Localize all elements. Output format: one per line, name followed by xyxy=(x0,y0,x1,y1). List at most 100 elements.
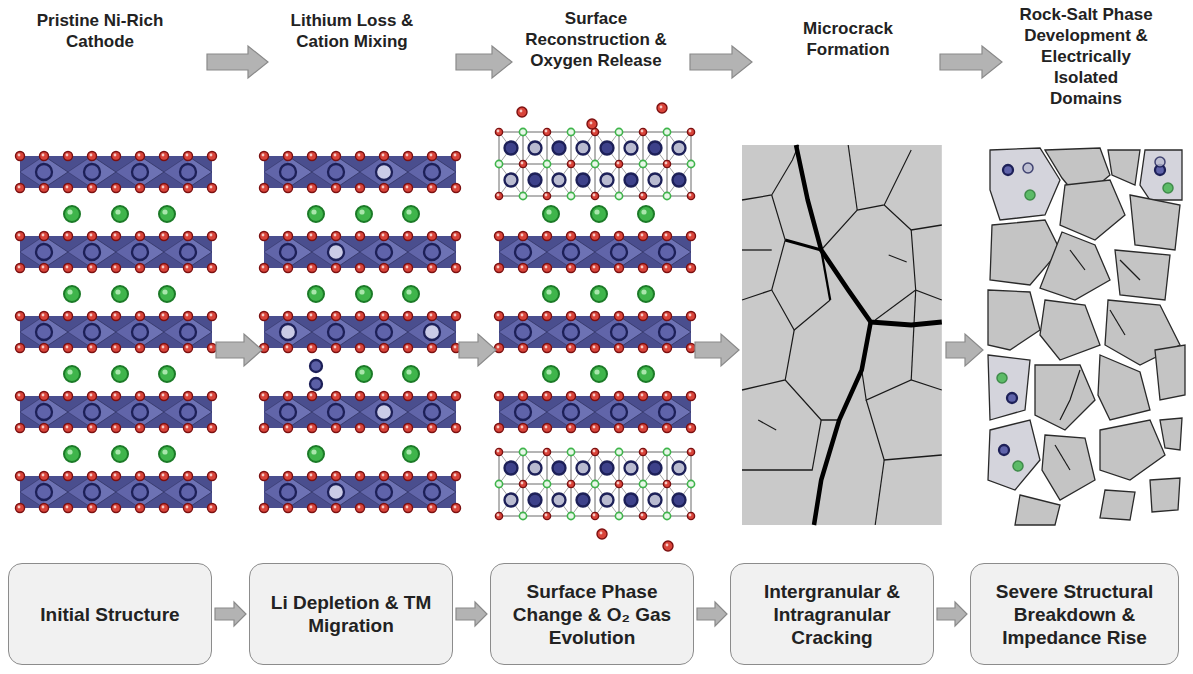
atom-highlight xyxy=(617,234,620,237)
atom-highlight xyxy=(186,234,189,237)
lattice-line xyxy=(595,132,619,164)
atom-highlight xyxy=(358,314,361,317)
oxygen-atom xyxy=(308,504,317,513)
oxygen-atom xyxy=(112,312,121,321)
atom-highlight xyxy=(617,162,620,165)
atom-highlight xyxy=(430,186,433,189)
transition-metal-atom xyxy=(376,484,392,500)
oxygen-atom xyxy=(519,392,528,401)
atom-highlight xyxy=(454,234,457,237)
atom-highlight xyxy=(406,449,411,454)
oxygen-atom xyxy=(40,312,49,321)
atom-highlight xyxy=(382,506,385,509)
oxygen-atom xyxy=(543,128,550,135)
transition-metal-atom xyxy=(180,164,196,180)
atom-highlight xyxy=(545,426,548,429)
atom-highlight xyxy=(90,234,93,237)
lattice-line xyxy=(571,484,595,516)
oxygen-atom xyxy=(687,392,696,401)
oxygen-atom xyxy=(284,392,293,401)
oxygen-atom xyxy=(208,184,217,193)
lattice-line xyxy=(571,164,595,196)
lithium-atom xyxy=(112,366,128,382)
oxygen-atom xyxy=(184,392,193,401)
transition-metal-atom xyxy=(553,462,566,475)
oxygen-atom xyxy=(543,392,552,401)
lithium-site xyxy=(567,128,574,135)
atom-highlight xyxy=(310,346,313,349)
oxygen-atom xyxy=(452,184,461,193)
oxygen-atom xyxy=(687,344,696,353)
lattice-line xyxy=(643,452,667,484)
oxygen-atom xyxy=(184,344,193,353)
oxygen-atom xyxy=(208,504,217,513)
stage-text: Severe Structural Breakdown & Impedance … xyxy=(981,580,1168,649)
lithium-atom xyxy=(112,446,128,462)
transition-metal-atom xyxy=(424,324,440,340)
oxygen-atom xyxy=(88,472,97,481)
atom-highlight xyxy=(210,234,213,237)
atom-highlight xyxy=(162,186,165,189)
transition-metal-atom xyxy=(84,484,100,500)
lattice-line xyxy=(643,484,667,516)
atom-highlight xyxy=(520,110,523,113)
oxygen-atom xyxy=(687,448,694,455)
atom-highlight xyxy=(665,482,668,485)
oxygen-atom xyxy=(639,392,648,401)
atom-highlight xyxy=(545,194,548,197)
oxygen-atom xyxy=(308,232,317,241)
oxygen-atom xyxy=(519,160,526,167)
oxygen-atom xyxy=(687,128,694,135)
transition-metal-atom xyxy=(563,244,579,260)
oxygen-atom xyxy=(615,264,624,273)
lithium-site xyxy=(663,192,670,199)
oxygen-atom xyxy=(517,107,527,117)
oxygen-atom xyxy=(495,128,502,135)
atom-highlight xyxy=(115,209,120,214)
atom-highlight xyxy=(666,544,669,547)
flow-connector xyxy=(215,602,246,626)
atom-highlight xyxy=(569,162,572,165)
oxygen-atom xyxy=(615,480,622,487)
atom-highlight xyxy=(546,209,551,214)
oxygen-atom xyxy=(404,392,413,401)
atom-highlight xyxy=(90,154,93,157)
transition-metal-atom xyxy=(515,244,531,260)
oxygen-atom xyxy=(639,264,648,273)
oxygen-atom xyxy=(639,448,646,455)
atom-highlight xyxy=(665,426,668,429)
lattice-line xyxy=(523,164,547,196)
atom-highlight xyxy=(521,482,524,485)
oxygen-atom xyxy=(404,424,413,433)
atom-highlight xyxy=(286,234,289,237)
atom-highlight xyxy=(641,426,644,429)
atom-highlight xyxy=(545,266,548,269)
atom-highlight xyxy=(310,506,313,509)
oxygen-atom xyxy=(260,152,269,161)
atom-highlight xyxy=(497,394,500,397)
lithium-site xyxy=(687,160,694,167)
stage-text: Li Depletion & TM Migration xyxy=(260,591,442,637)
atom-highlight xyxy=(186,314,189,317)
transition-metal-atom xyxy=(310,360,322,372)
atom-highlight xyxy=(138,314,141,317)
oxygen-atom xyxy=(332,344,341,353)
atom-highlight xyxy=(600,532,603,535)
atom-highlight xyxy=(42,234,45,237)
transition-metal-atom xyxy=(529,494,542,507)
transition-metal-atom xyxy=(577,494,590,507)
oxygen-atom xyxy=(639,128,646,135)
transition-metal-atom xyxy=(601,462,614,475)
oxygen-atom xyxy=(615,312,624,321)
atom-highlight xyxy=(114,234,117,237)
atom-highlight xyxy=(359,369,364,374)
transition-metal-atom xyxy=(132,484,148,500)
lattice-line xyxy=(547,164,571,196)
atom-highlight xyxy=(521,346,524,349)
oxygen-atom xyxy=(495,192,502,199)
atom-highlight xyxy=(521,394,524,397)
atom-highlight xyxy=(66,426,69,429)
atom-highlight xyxy=(310,234,313,237)
lattice-line xyxy=(571,484,595,516)
transition-metal-atom xyxy=(577,174,590,187)
